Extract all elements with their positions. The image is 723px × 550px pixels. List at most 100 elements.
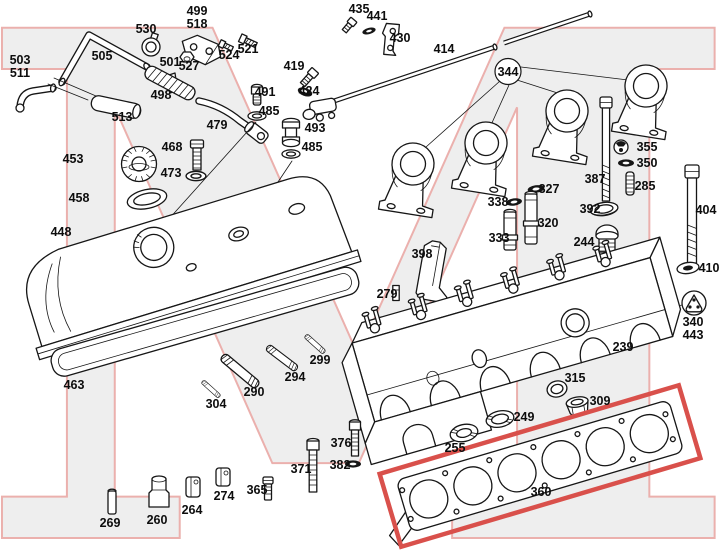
- part-label-239[interactable]: 239: [613, 340, 634, 354]
- part-label-511[interactable]: 511: [10, 66, 30, 80]
- part-label-279[interactable]: 279: [377, 287, 398, 301]
- part-label-458[interactable]: 458: [69, 191, 90, 205]
- part-label-338[interactable]: 338: [488, 195, 509, 209]
- part-label-269[interactable]: 269: [100, 516, 121, 530]
- part-label-448[interactable]: 448: [51, 225, 72, 239]
- part-label-264[interactable]: 264: [182, 503, 203, 517]
- part-label-376[interactable]: 376: [331, 436, 352, 450]
- part-350-seal: [618, 159, 634, 167]
- part-label-441[interactable]: 441: [367, 9, 388, 23]
- part-label-503[interactable]: 503: [10, 53, 31, 67]
- part-label-340[interactable]: 340: [683, 315, 704, 329]
- part-label-505[interactable]: 505: [92, 49, 113, 63]
- callout-circle-344[interactable]: [494, 57, 522, 86]
- part-491-plug: [250, 83, 264, 106]
- part-435-bolt: [341, 16, 358, 34]
- part-239-cylinder-head: [341, 236, 682, 466]
- part-274-block: [215, 467, 231, 487]
- part-label-299[interactable]: 299: [310, 353, 331, 367]
- part-279-pin: [392, 284, 400, 302]
- part-label-499[interactable]: 499: [187, 4, 208, 18]
- part-430-bracket: [381, 22, 401, 57]
- part-label-327[interactable]: 327: [539, 182, 560, 196]
- part-label-355[interactable]: 355: [637, 140, 658, 154]
- part-376-bolt: [348, 419, 362, 457]
- part-249-seal: [485, 410, 515, 428]
- part-label-398[interactable]: 398: [412, 247, 433, 261]
- part-label-524[interactable]: 524: [219, 48, 240, 62]
- part-503-elbow: [15, 83, 57, 113]
- part-371-bolt: [306, 437, 320, 493]
- part-label-404[interactable]: 404: [696, 203, 717, 217]
- part-label-371[interactable]: 371: [291, 462, 312, 476]
- part-label-491[interactable]: 491: [255, 85, 276, 99]
- part-label-410[interactable]: 410: [699, 261, 720, 275]
- pointer-lines-513: [47, 77, 97, 101]
- part-label-430[interactable]: 430: [390, 31, 411, 45]
- part-365-bolt: [262, 476, 274, 501]
- part-label-304[interactable]: 304: [206, 397, 227, 411]
- part-label-501[interactable]: 501: [160, 55, 181, 69]
- part-244-cap: [595, 224, 619, 253]
- part-513-hose: [90, 95, 142, 119]
- part-315-oring: [546, 380, 568, 398]
- part-label-255[interactable]: 255: [445, 441, 466, 455]
- part-label-249[interactable]: 249: [514, 410, 535, 424]
- part-label-344[interactable]: 344: [498, 65, 519, 79]
- part-label-382[interactable]: 382: [330, 458, 351, 472]
- part-label-290[interactable]: 290: [244, 385, 265, 399]
- part-label-414[interactable]: 414: [434, 42, 455, 56]
- part-label-473[interactable]: 473: [161, 166, 182, 180]
- part-521-screw: [237, 33, 258, 49]
- part-label-285[interactable]: 285: [635, 179, 656, 193]
- part-label-530[interactable]: 530: [136, 22, 157, 36]
- part-label-435[interactable]: 435: [349, 2, 370, 16]
- part-414-linkage: [302, 97, 337, 122]
- part-label-521[interactable]: 521: [238, 42, 259, 56]
- part-label-443[interactable]: 443: [683, 328, 704, 342]
- part-label-360[interactable]: 360: [531, 485, 552, 499]
- part-label-485[interactable]: 485: [259, 104, 280, 118]
- part-320-guide: [522, 190, 540, 245]
- part-label-274[interactable]: 274: [214, 489, 235, 503]
- part-355-nut: [613, 139, 629, 155]
- part-label-513[interactable]: 513: [112, 110, 133, 124]
- part-label-518[interactable]: 518: [187, 17, 208, 31]
- part-453-oil-cap: [120, 145, 158, 183]
- part-463-cover-gasket: [50, 266, 360, 377]
- part-392-seal: [589, 201, 619, 217]
- part-493-fitting: [281, 117, 301, 148]
- part-label-365[interactable]: 365: [247, 483, 268, 497]
- part-label-485[interactable]: 485: [302, 140, 323, 154]
- part-label-493[interactable]: 493: [305, 121, 326, 135]
- part-485-washer: [281, 149, 301, 159]
- part-label-244[interactable]: 244: [574, 235, 595, 249]
- part-label-419[interactable]: 419: [284, 59, 305, 73]
- part-387-bolt: [599, 96, 613, 202]
- part-label-320[interactable]: 320: [538, 216, 559, 230]
- part-264-block: [185, 476, 201, 498]
- part-label-294[interactable]: 294: [285, 370, 306, 384]
- part-label-498[interactable]: 498: [151, 88, 172, 102]
- part-260-spacer: [148, 475, 170, 508]
- part-label-424[interactable]: 424: [299, 84, 320, 98]
- part-473-washer: [185, 170, 207, 182]
- part-label-387[interactable]: 387: [585, 172, 606, 186]
- part-label-392[interactable]: 392: [580, 202, 601, 216]
- part-label-479[interactable]: 479: [207, 118, 228, 132]
- part-label-463[interactable]: 463: [64, 378, 85, 392]
- part-458-seal-ring: [126, 188, 168, 210]
- part-label-350[interactable]: 350: [637, 156, 658, 170]
- part-label-309[interactable]: 309: [590, 394, 611, 408]
- part-label-333[interactable]: 333: [489, 231, 510, 245]
- highlight-box-360[interactable]: [376, 382, 704, 550]
- part-530-clamp: [141, 32, 161, 57]
- part-label-453[interactable]: 453: [63, 152, 84, 166]
- part-label-527[interactable]: 527: [179, 59, 200, 73]
- part-label-315[interactable]: 315: [565, 371, 586, 385]
- part-527-nut: [179, 51, 195, 63]
- part-label-468[interactable]: 468: [162, 140, 183, 154]
- part-label-260[interactable]: 260: [147, 513, 168, 527]
